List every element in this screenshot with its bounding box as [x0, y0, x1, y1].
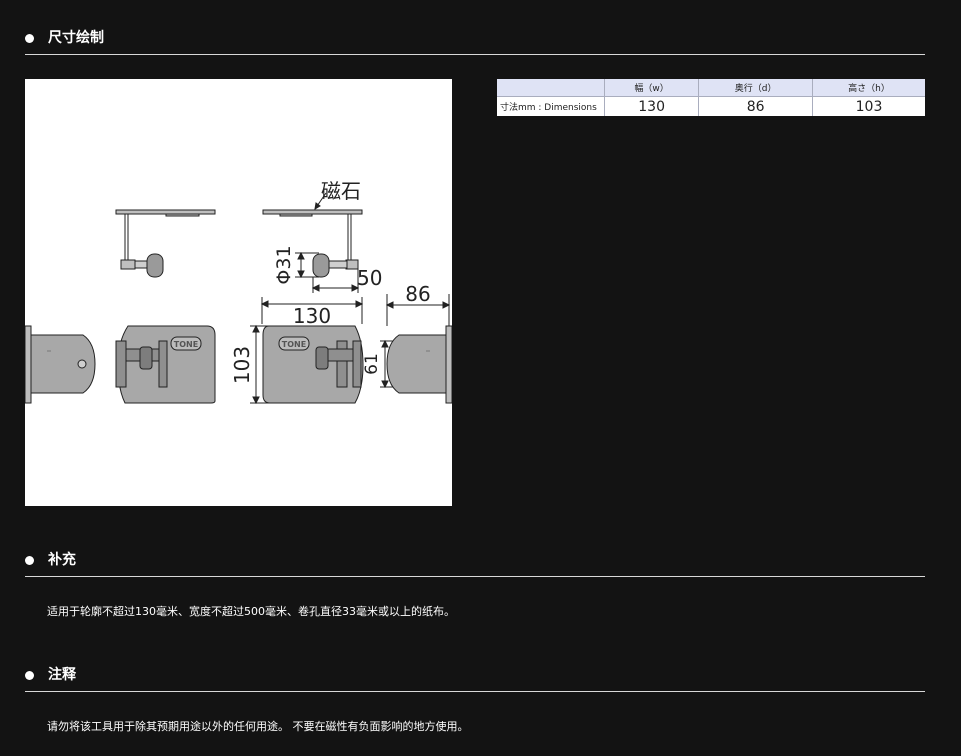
table-header-cell: 幅（w）	[603, 79, 699, 97]
notes-text: 请勿将该工具用于除其预期用途以外的任何用途。 不要在磁性有负面影响的地方使用。	[47, 720, 469, 733]
height-value: 103	[812, 96, 925, 116]
dim-130-lines	[260, 297, 364, 324]
depth-value: 86	[698, 96, 813, 116]
dim-label-61: 61	[362, 353, 382, 375]
table-row: 寸法mm : Dimensions 130 86 103	[497, 96, 925, 116]
bullet-icon	[25, 556, 34, 565]
dim-label-86: 86	[405, 282, 430, 306]
dim-label-130: 130	[293, 304, 331, 328]
section-header-notes: 注释	[25, 665, 925, 692]
magnet-label: 磁石	[321, 179, 361, 203]
bullet-icon	[25, 671, 34, 680]
edge-view-left	[25, 325, 96, 404]
section-title: 尺寸绘制	[48, 30, 104, 46]
dim-label-103: 103	[230, 346, 254, 384]
table-header-row: 幅（w） 奥行（d） 高さ（h）	[497, 79, 925, 97]
section-title: 补充	[48, 552, 76, 568]
side-view-left	[115, 209, 216, 278]
table-row-label: 寸法mm : Dimensions	[497, 96, 605, 116]
front-view-left	[115, 325, 216, 404]
bullet-icon	[25, 34, 34, 43]
edge-view-right	[386, 325, 452, 404]
dimension-drawing: 磁石 Φ31 50 86 130 103 61 TONE TONE	[25, 79, 452, 506]
front-view-right	[262, 325, 364, 404]
section-header-dimensions: 尺寸绘制	[25, 28, 925, 55]
table-header-cell: 高さ（h）	[812, 79, 925, 97]
dimensions-table: 幅（w） 奥行（d） 高さ（h） 寸法mm : Dimensions 130 8…	[497, 79, 925, 116]
logo-tone-right: TONE	[282, 340, 306, 349]
dim-label-50: 50	[357, 266, 382, 290]
dim-86-lines	[385, 294, 451, 326]
section-title: 注释	[48, 667, 76, 683]
supplement-text: 适用于轮廓不超过130毫米、宽度不超过500毫米、卷孔直径33毫米或以上的纸布。	[47, 605, 455, 618]
table-header-cell	[497, 79, 605, 97]
dim-label-phi31: Φ31	[273, 245, 295, 284]
table-header-cell: 奥行（d）	[698, 79, 813, 97]
width-value: 130	[603, 96, 699, 116]
logo-tone-left: TONE	[174, 340, 198, 349]
side-view-right	[262, 192, 363, 293]
section-header-supplement: 补充	[25, 550, 925, 577]
